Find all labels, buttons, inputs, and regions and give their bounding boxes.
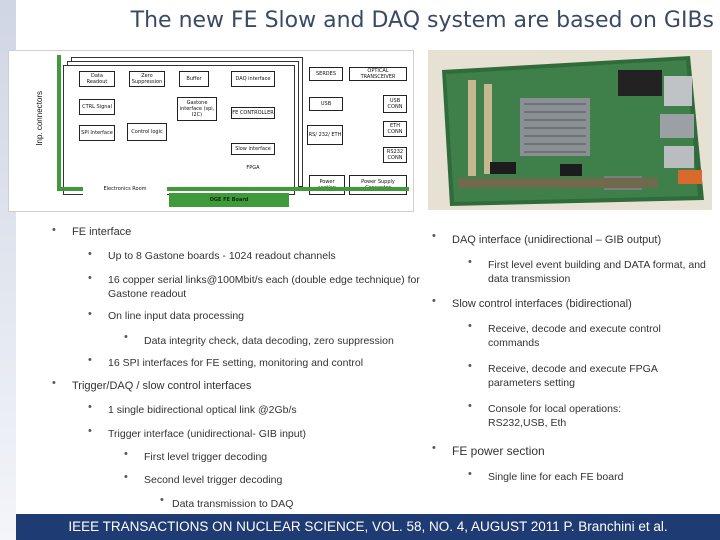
bullet-dot: • (124, 331, 128, 343)
gastone-interface-box: Gastone interface (spi, I2C) (177, 97, 217, 121)
inp-connectors-label: Inp. connectors (35, 91, 44, 146)
rs-232-eth-box: RS/ 232/ ETH (307, 125, 343, 145)
data-readout-box: Data Readout (79, 71, 115, 87)
bullet-dot: • (468, 468, 472, 480)
first-level-event-item: First level event building and DATA form… (488, 259, 706, 285)
oge-fe-board-bar (169, 193, 289, 207)
bullet-dot: • (88, 272, 92, 284)
daq-interface-heading: DAQ interface (unidirectional – GIB outp… (452, 234, 662, 246)
board-green-left (57, 55, 61, 191)
fe-interface-heading: FE interface (72, 226, 132, 238)
trigger-daq-heading: Trigger/DAQ / slow control interfaces (72, 380, 252, 392)
bullet-dot: • (88, 354, 92, 366)
fpga-label: FPGA (246, 165, 260, 171)
daq-interface-box: DAQ interface (231, 71, 275, 87)
bullet-dot: • (432, 295, 436, 307)
data-integrity-item: Data integrity check, data decoding, zer… (144, 335, 394, 347)
bullet-dot: • (88, 248, 92, 260)
bullet-dot: • (468, 400, 472, 412)
electronics-room-label: Electronics Room (83, 183, 167, 195)
second-level-decoding-item: Second level trigger decoding (144, 474, 283, 486)
slow-interface-box: Slow interface (231, 143, 275, 155)
optical-link-item: 1 single bidirectional optical link @2Gb… (108, 404, 297, 416)
rs232-conn-box: RS232 CONN (383, 147, 407, 163)
single-line-item: Single line for each FE board (488, 471, 624, 483)
eth-conn-box: ETH CONN (383, 121, 407, 137)
bullet-dot: • (124, 471, 128, 483)
spi-interfaces-item: 16 SPI interfaces for FE setting, monito… (108, 357, 364, 369)
bullet-dot: • (432, 230, 436, 242)
fe-power-heading: FE power section (452, 444, 545, 458)
gib-board-image (428, 50, 712, 210)
control-logic-box: Control logic (127, 123, 167, 141)
block-diagram: Inp. connectors Data Readout Zero Suppre… (8, 50, 414, 212)
citation-footer: IEEE TRANSACTIONS ON NUCLEAR SCIENCE, VO… (16, 514, 720, 540)
bullet-dot: • (468, 360, 472, 372)
bullet-dot: • (160, 494, 164, 506)
power-section-box: Power section (309, 175, 345, 195)
bullet-dot: • (88, 425, 92, 437)
data-transmission-item: Data transmission to DAQ (172, 498, 294, 510)
board-green-bottom (57, 187, 409, 191)
ctrl-signal-box: CTRL Signal (79, 99, 115, 115)
copper-links-item: 16 copper serial links@100Mbit/s each (d… (108, 274, 420, 300)
serdes-box: SERDES (309, 67, 343, 81)
first-level-decoding-item: First level trigger decoding (144, 451, 268, 463)
optical-transceiver-box: OPTICAL TRANSCEIVER (349, 67, 407, 81)
bullet-dot: • (88, 308, 92, 320)
usb-conn-box: USB CONN (383, 95, 407, 113)
receive-fpga-item: Receive, decode and execute FPGA paramet… (488, 363, 658, 389)
slow-control-heading: Slow control interfaces (bidirectional) (452, 298, 632, 310)
bullet-dot: • (468, 256, 472, 268)
console-item: Console for local operations: RS232,USB,… (488, 403, 622, 429)
fe-controller-box: FE CONTROLLER (231, 107, 275, 119)
slide-title: The new FE Slow and DAQ system are based… (130, 8, 714, 33)
bullet-dot: • (88, 401, 92, 413)
receive-commands-item: Receive, decode and execute control comm… (488, 323, 661, 349)
zero-suppression-box: Zero Suppression (129, 71, 165, 87)
bullet-dot: • (124, 448, 128, 460)
oge-fe-board-label: OGE FE Board (209, 197, 249, 203)
trigger-interface-item: Trigger interface (unidirectional- GIB i… (108, 428, 307, 440)
online-processing-item: On line input data processing (108, 310, 245, 322)
power-supply-connector-box: Power Supply Connector (349, 175, 407, 195)
up-to-8-item: Up to 8 Gastone boards - 1024 readout ch… (108, 250, 336, 262)
buffer-box: Buffer (179, 71, 209, 87)
board-photo (428, 50, 712, 210)
bullet-dot: • (52, 224, 56, 236)
usb-box: USB (309, 97, 343, 111)
bullet-dot: • (432, 442, 436, 454)
spi-interface-box: SPI Interface (79, 125, 115, 141)
bullet-dot: • (52, 377, 56, 389)
bullet-dot: • (468, 320, 472, 332)
